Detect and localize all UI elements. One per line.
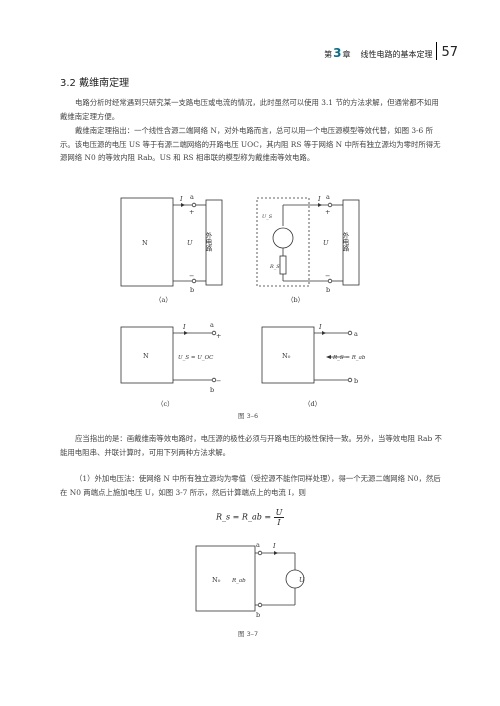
label-a-c: a: [210, 321, 214, 329]
page-header: 第3章 线性电路的基本定理 57: [324, 42, 458, 60]
label-I-a: I: [179, 195, 183, 203]
label-minus-c: −: [216, 377, 221, 385]
network-N0-box-d: [261, 326, 315, 384]
paragraph-1: 电路分析时经常遇到只研究某一支路电压或电流的情况，此时虽然可以使用 3.1 节的…: [60, 98, 439, 121]
label-I-d: I: [318, 323, 322, 331]
caption-a: （a）: [155, 296, 172, 304]
label-b-a: b: [190, 286, 194, 294]
label-a-d: a: [354, 330, 358, 338]
label-N0-37: N₀: [212, 576, 221, 584]
label-b-c: b: [210, 386, 214, 394]
paragraph-3: 应当指出的是：画戴维南等效电路时，电压源的极性必须与开路电压的极性保持一致。另外…: [60, 434, 442, 457]
label-a-37: a: [256, 541, 260, 549]
formula-rs: R_s = R_ab = U I: [216, 508, 285, 527]
label-I-b: I: [317, 195, 321, 203]
label-N-c: N: [143, 352, 149, 360]
label-U-37: U: [299, 576, 305, 584]
label-plus-b: +: [325, 208, 330, 216]
label-minus-a: −: [189, 272, 194, 280]
label-ext-b: 外电路: [341, 231, 349, 253]
label-plus-c: +: [216, 332, 221, 340]
chapter-suffix: 章: [342, 50, 351, 59]
label-Rs-b: R_S: [269, 264, 280, 270]
label-b-d: b: [354, 377, 358, 385]
label-U-a: U: [187, 239, 193, 247]
network-N-box-b: [256, 197, 310, 287]
caption-b: （b）: [287, 296, 304, 304]
label-minus-b: −: [325, 272, 330, 280]
external-circuit-box-b: [342, 199, 360, 286]
figure-3-6-caption: 图 3–6: [238, 412, 259, 420]
label-I-37: I: [272, 542, 276, 550]
caption-c: （c）: [157, 400, 174, 408]
label-a-a: a: [190, 193, 194, 201]
external-circuit-box-a: [205, 199, 223, 286]
paragraph-2: 戴维南定理指出：一个线性含源二端网络 N，对外电路而言，总可以用一个电压源模型等…: [60, 126, 441, 162]
network-N-box-c: [120, 326, 174, 384]
label-U-b: U: [323, 239, 329, 247]
figure-3-6: N I a + U − b 外电路 （a） U_S R_S I a + U − …: [120, 193, 366, 408]
label-plus-a: +: [189, 208, 194, 216]
label-I-c: I: [182, 323, 186, 331]
chapter-prefix: 第: [324, 50, 333, 59]
paragraph-4: （1）外加电压法：使网络 N 中所有独立源均为零值（受控源不能作同样处理），得一…: [60, 474, 441, 497]
label-Rab-37: R_ab: [231, 578, 246, 584]
chapter-title: 线性电路的基本定理: [360, 50, 433, 59]
label-ext-a: 外电路: [204, 231, 212, 253]
label-Us-b: U_S: [262, 214, 273, 220]
section-title: 3.2 戴维南定理: [60, 78, 130, 89]
figure-3-7-caption: 图 3–7: [238, 630, 259, 638]
label-b-b: b: [326, 286, 330, 294]
network-N-box-a: [120, 197, 174, 287]
label-N-a: N: [142, 239, 148, 247]
chapter-label: 第3章: [324, 46, 350, 60]
label-N0-d: N₀: [282, 352, 291, 360]
label-a-b: a: [326, 193, 330, 201]
network-N0-box-37: [195, 545, 256, 612]
formula-fraction: U I: [273, 508, 285, 527]
formula-lhs: R_s = R_ab =: [216, 512, 274, 522]
chapter-number: 3: [333, 46, 342, 60]
page-number: 57: [441, 45, 458, 60]
label-Us-eq-c: U_S = U_OC: [178, 355, 214, 361]
formula-numerator: U: [273, 508, 285, 518]
label-b-37: b: [256, 611, 260, 619]
caption-d: （d）: [304, 400, 321, 408]
formula-denominator: I: [277, 518, 281, 527]
label-Rs-eq-d: R_S = R_ab: [332, 355, 366, 361]
header-divider: [436, 42, 438, 60]
